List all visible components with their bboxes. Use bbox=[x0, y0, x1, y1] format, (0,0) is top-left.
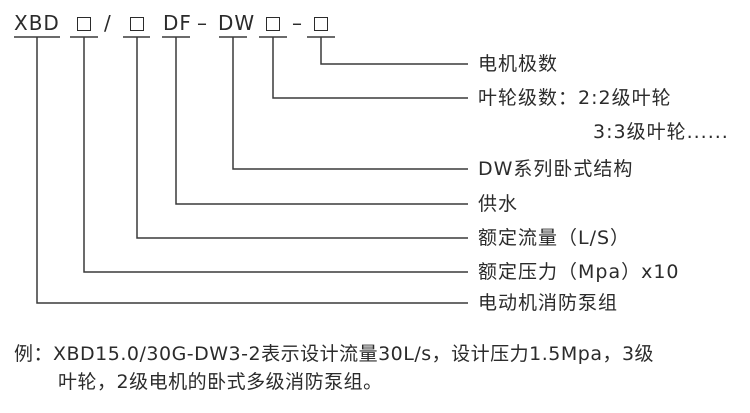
connector-xbd bbox=[36, 37, 468, 304]
label-impeller-stages-cont: 3:3级叶轮...... bbox=[593, 121, 729, 143]
label-impeller-stages: 叶轮级数：2:2级叶轮 bbox=[478, 87, 672, 109]
example-line-2: 叶轮，2级电机的卧式多级消防泵组。 bbox=[58, 371, 383, 393]
placeholder-box-icon bbox=[314, 17, 328, 31]
label-dw-series: DW系列卧式结构 bbox=[478, 158, 634, 180]
code-dash-2: – bbox=[292, 11, 303, 35]
connector-stages bbox=[272, 37, 468, 99]
placeholder-box-icon bbox=[77, 17, 91, 31]
code-pressure-box bbox=[77, 11, 91, 35]
code-slash: / bbox=[104, 11, 112, 35]
code-df: DF bbox=[163, 11, 192, 35]
label-motor-pump-set: 电动机消防泵组 bbox=[478, 292, 619, 314]
code-dw: DW bbox=[218, 11, 256, 35]
label-rated-flow: 额定流量（L/S） bbox=[478, 227, 631, 249]
example-paragraph: 例：XBD15.0/30G-DW3-2表示设计流量30L/s，设计压力1.5Mp… bbox=[14, 340, 654, 396]
code-poles-box bbox=[314, 11, 328, 35]
code-xbd: XBD bbox=[14, 11, 60, 35]
placeholder-box-icon bbox=[130, 17, 144, 31]
label-water-supply: 供水 bbox=[478, 193, 519, 215]
placeholder-box-icon bbox=[266, 17, 280, 31]
label-motor-poles: 电机极数 bbox=[478, 53, 559, 75]
connector-pressure bbox=[83, 37, 468, 273]
code-dash-1: – bbox=[197, 11, 208, 35]
example-line-1: 例：XBD15.0/30G-DW3-2表示设计流量30L/s，设计压力1.5Mp… bbox=[14, 343, 655, 365]
connector-flow bbox=[136, 37, 468, 239]
connector-dw bbox=[232, 37, 468, 170]
label-rated-pressure: 额定压力（Mpa）x10 bbox=[478, 261, 680, 283]
connector-df bbox=[175, 37, 468, 205]
code-flow-box bbox=[130, 11, 144, 35]
connector-poles bbox=[320, 37, 468, 65]
code-stages-box bbox=[266, 11, 280, 35]
